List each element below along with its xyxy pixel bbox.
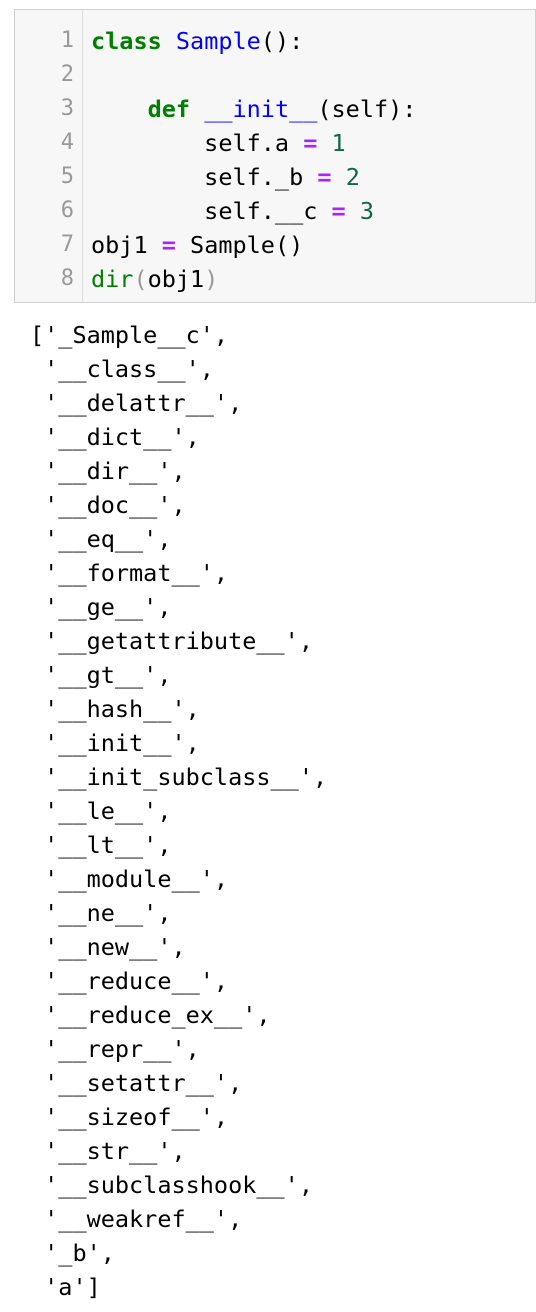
code-token: __init__ [204,95,318,123]
code-token: self.a [91,129,304,157]
line-number: 5 [60,164,74,189]
code-token: (self): [317,95,417,123]
code-line: self.__c = 3 [91,194,374,228]
output-line: '__dir__', [30,457,186,485]
code-token: obj1 [147,265,205,293]
line-number: 7 [60,232,74,257]
line-number: 8 [60,266,74,291]
code-line: self._b = 2 [91,160,360,194]
code-token: obj1 [91,231,162,259]
code-token: = [331,197,346,225]
code-token: 2 [345,163,360,191]
output-line: '__doc__', [30,491,186,519]
code-token: self.__c [91,197,332,225]
code-token: 3 [359,197,374,225]
code-token: self._b [91,163,318,191]
output-line: '__setattr__', [30,1069,243,1097]
code-line: obj1 = Sample() [91,228,303,262]
code-line: class Sample(): [91,24,303,58]
code-token: ) [204,265,219,293]
code-token: (): [260,27,304,55]
line-number: 6 [60,198,74,223]
line-number-gutter: 1 2 3 4 5 6 7 8 [15,10,83,302]
code-token [346,197,360,225]
code-token: class [91,27,162,55]
output-line: '__str__', [30,1137,186,1165]
line-number: 1 [60,28,74,53]
code-token: def [147,95,191,123]
output-line: '__gt__', [30,661,172,689]
code-token [162,27,176,55]
code-token: = [317,163,332,191]
code-token: = [303,129,318,157]
code-token [317,129,331,157]
output-line: '__init__', [30,729,200,757]
line-number: 4 [60,130,74,155]
output-line: '__delattr__', [30,389,243,417]
code-line: self.a = 1 [91,126,346,160]
line-number: 2 [60,62,74,87]
output-line: '__subclasshook__', [30,1171,313,1199]
code-token: Sample [175,27,261,55]
output-line: '__format__', [30,559,229,587]
output-line: '__lt__', [30,831,172,859]
output-line: '__ne__', [30,899,172,927]
output-line: '__repr__', [30,1035,200,1063]
output-line: '__sizeof__', [30,1103,229,1131]
output-line: '__le__', [30,797,172,825]
output-line: '__init_subclass__', [30,763,328,791]
output-line: '__eq__', [30,525,172,553]
output-line: '__dict__', [30,423,200,451]
output-line: '__reduce__', [30,967,229,995]
code-token [190,95,204,123]
code-token: = [161,231,176,259]
output-line: '__weakref__', [30,1205,243,1233]
output-line: '__ge__', [30,593,172,621]
output-line: '__module__', [30,865,229,893]
code-token: dir [91,265,134,293]
code-token: Sample() [175,231,304,259]
code-token: ( [133,265,148,293]
code-token [332,163,346,191]
code-token: 1 [331,129,346,157]
output-line: '__getattribute__', [30,627,313,655]
code-line: def __init__(self): [91,92,417,126]
output-line: '__reduce_ex__', [30,1001,271,1029]
line-number: 3 [60,96,74,121]
output-line: '__hash__', [30,695,200,723]
output-line: 'a'] [30,1273,101,1301]
code-line: dir(obj1) [91,262,218,296]
output-line: '__new__', [30,933,186,961]
output-line: ['_Sample__c', [30,321,229,349]
output-line: '__class__', [30,355,214,383]
output-line: '_b', [30,1239,115,1267]
code-token [91,95,148,123]
